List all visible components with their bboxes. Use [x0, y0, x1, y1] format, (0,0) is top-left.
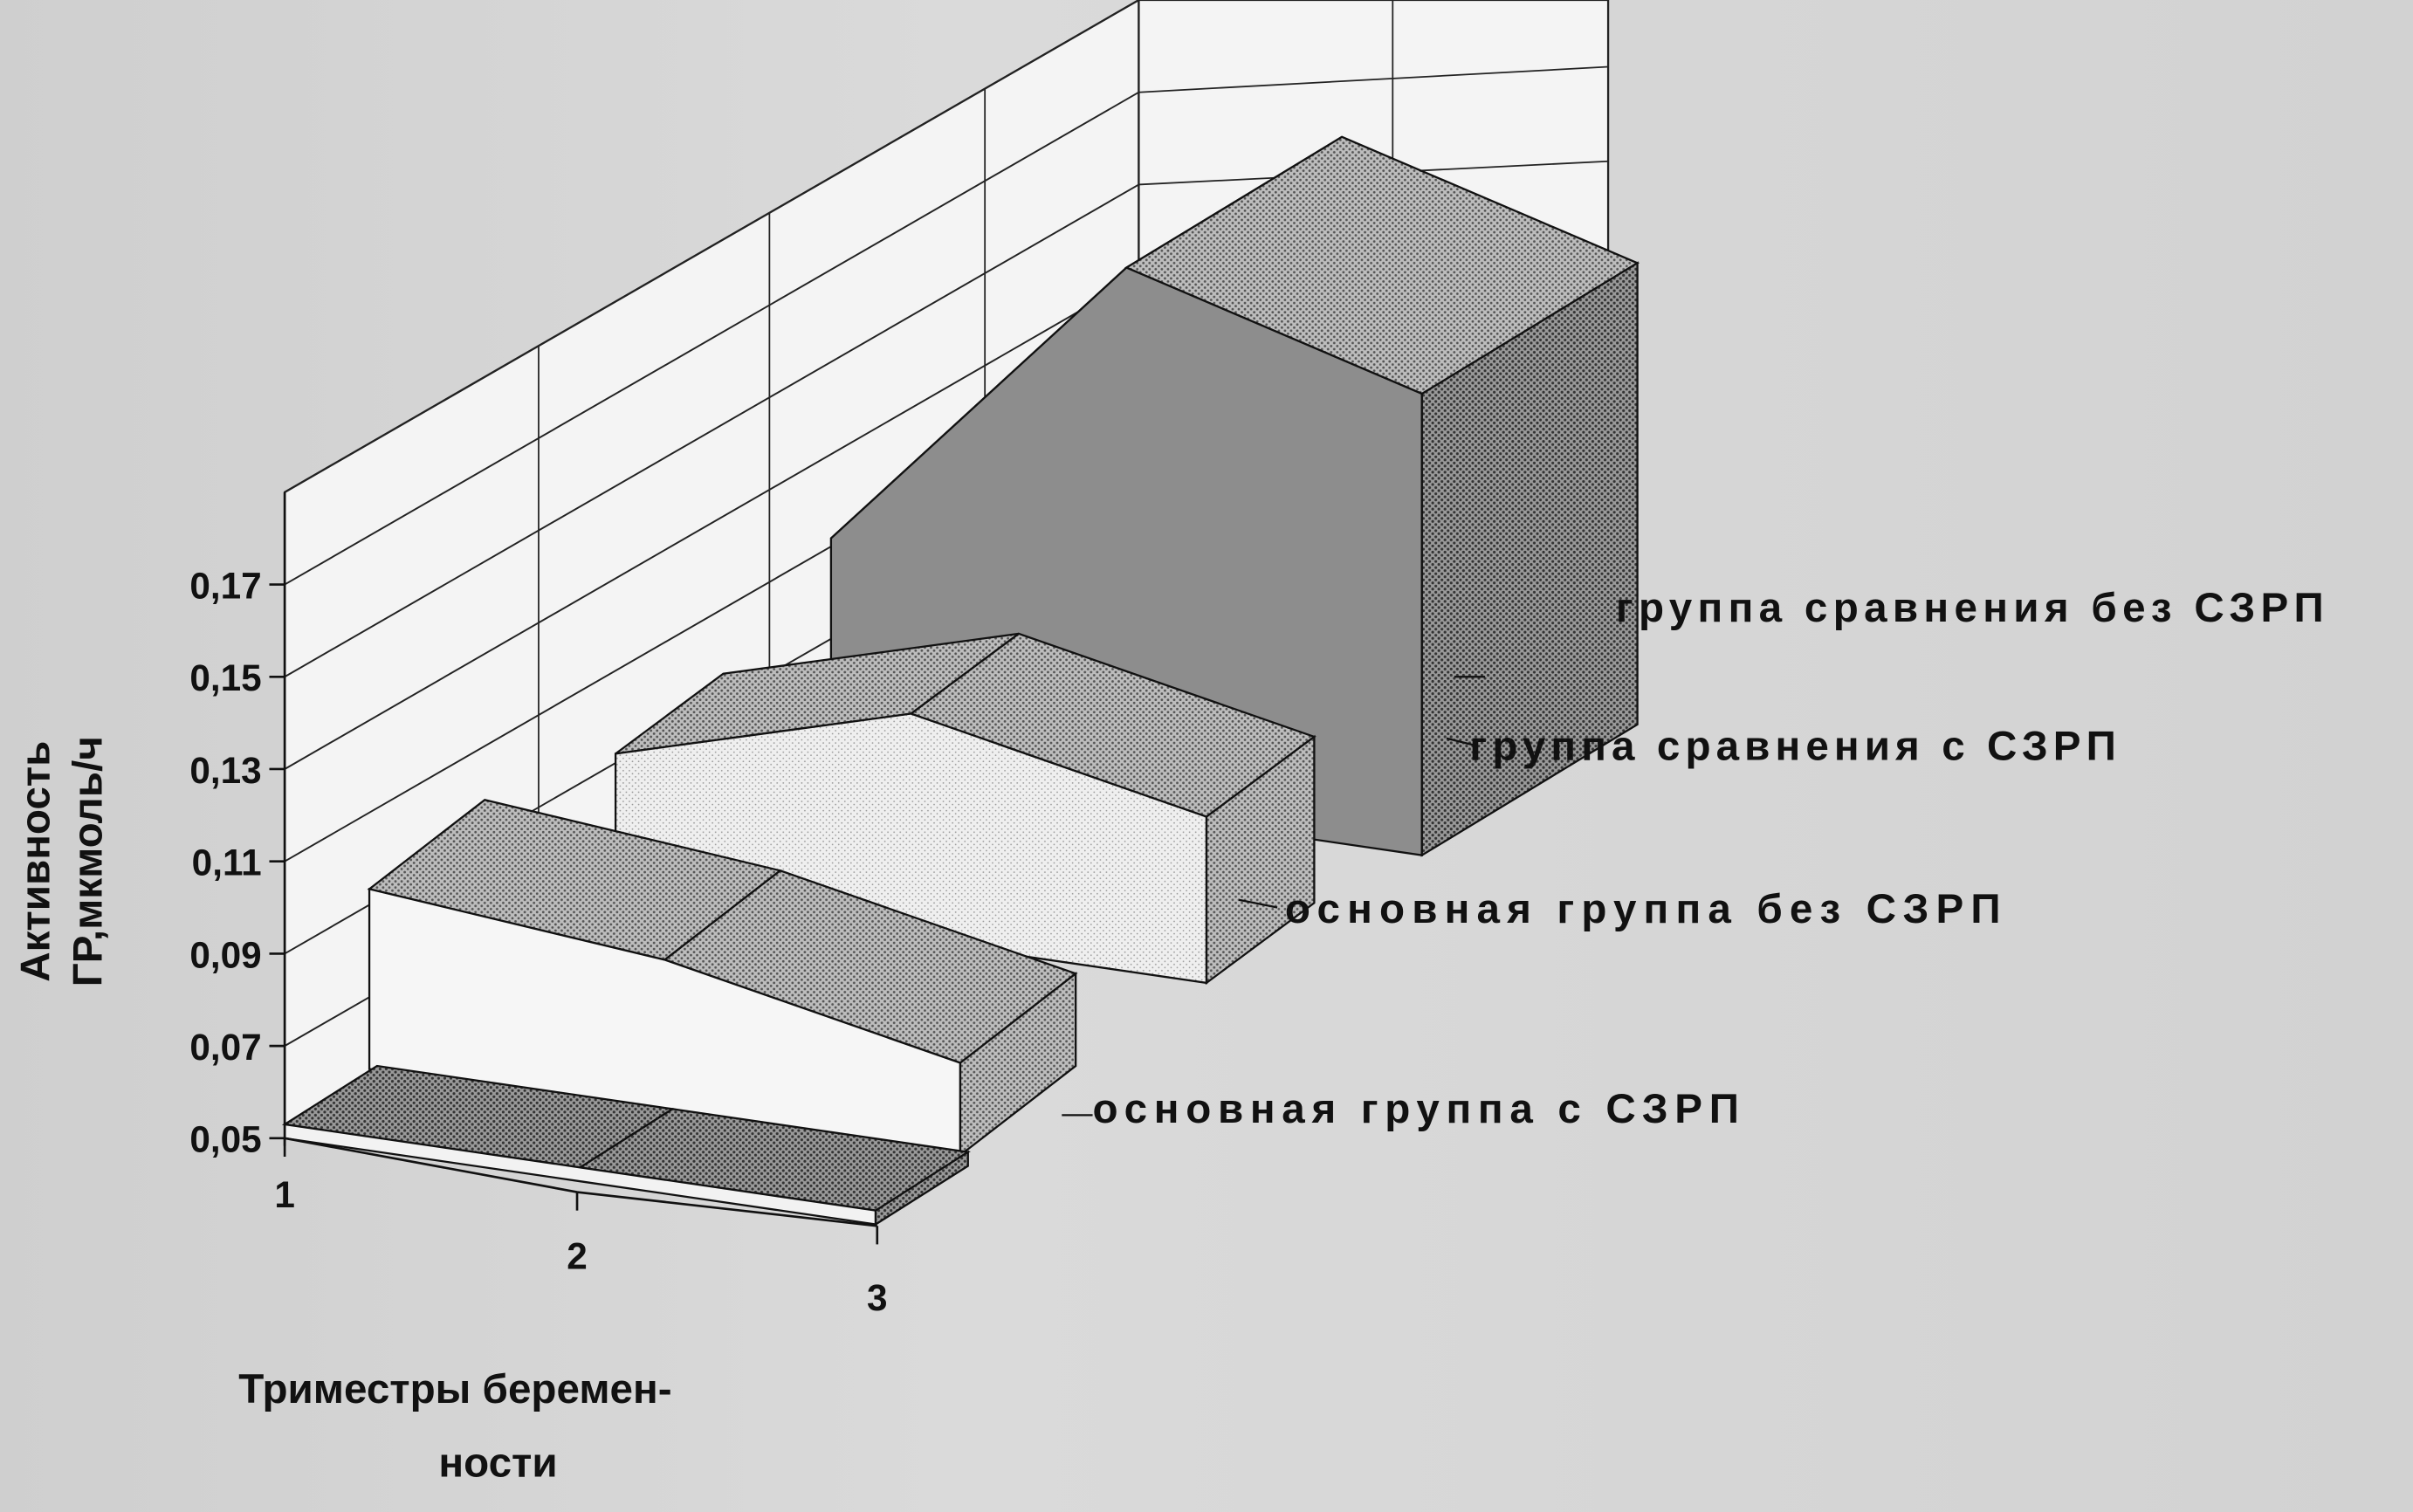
series-side-face	[874, 1150, 969, 1227]
x-axis-title-line-2: ности	[438, 1440, 557, 1486]
chart-series	[281, 135, 1640, 1227]
left-wall-gridline	[284, 0, 1139, 493]
left-wall-gridline	[284, 91, 1139, 586]
series-label-main-without-szrp: основная группа без СЗРП	[1285, 886, 2001, 932]
series-label-comparison-with-szrp: группа сравнения с СЗРП	[1469, 723, 2115, 769]
y-tick-label: 0,11	[192, 842, 262, 883]
left-wall-gridline	[284, 183, 1139, 678]
series-side-face	[959, 971, 1077, 1158]
x-axis-ticks: 1 2 3	[274, 1137, 888, 1318]
x-axis-title-line-1: Триместры беремен-	[238, 1366, 671, 1412]
x-tick-label: 1	[274, 1174, 295, 1215]
y-tick-label: 0,05	[189, 1119, 261, 1160]
y-tick-label: 0,17	[189, 565, 261, 606]
y-axis-title-line-2: ГР,мкмоль/ч	[65, 736, 111, 986]
y-axis-title-line-1: Активность	[12, 741, 58, 982]
y-axis-title: Активность ГР,мкмоль/ч	[12, 736, 111, 986]
y-tick-label: 0,13	[189, 750, 261, 791]
series-0	[281, 1064, 1093, 1227]
y-tick-label: 0,09	[189, 934, 261, 975]
y-axis-ticks: 0,05 0,07 0,09 0,11 0,13 0,15 0,17	[189, 491, 286, 1160]
series-side-face	[1420, 261, 1639, 857]
y-tick-label: 0,15	[189, 657, 261, 698]
series-label-leader	[1238, 898, 1278, 909]
x-tick-label: 2	[567, 1236, 588, 1277]
y-tick-label: 0,07	[189, 1027, 261, 1068]
series-side-face	[1205, 734, 1316, 986]
left-wall-gridline	[284, 276, 1139, 770]
series-label-comparison-without-szrp: группа сравнения без СЗРП	[1616, 585, 2324, 631]
series-label-leader	[1446, 737, 1478, 747]
series-label-main-with-szrp: основная группа с СЗРП	[1093, 1086, 1739, 1132]
back-wall-gridline	[1138, 65, 1609, 93]
x-tick-label: 3	[867, 1277, 888, 1318]
